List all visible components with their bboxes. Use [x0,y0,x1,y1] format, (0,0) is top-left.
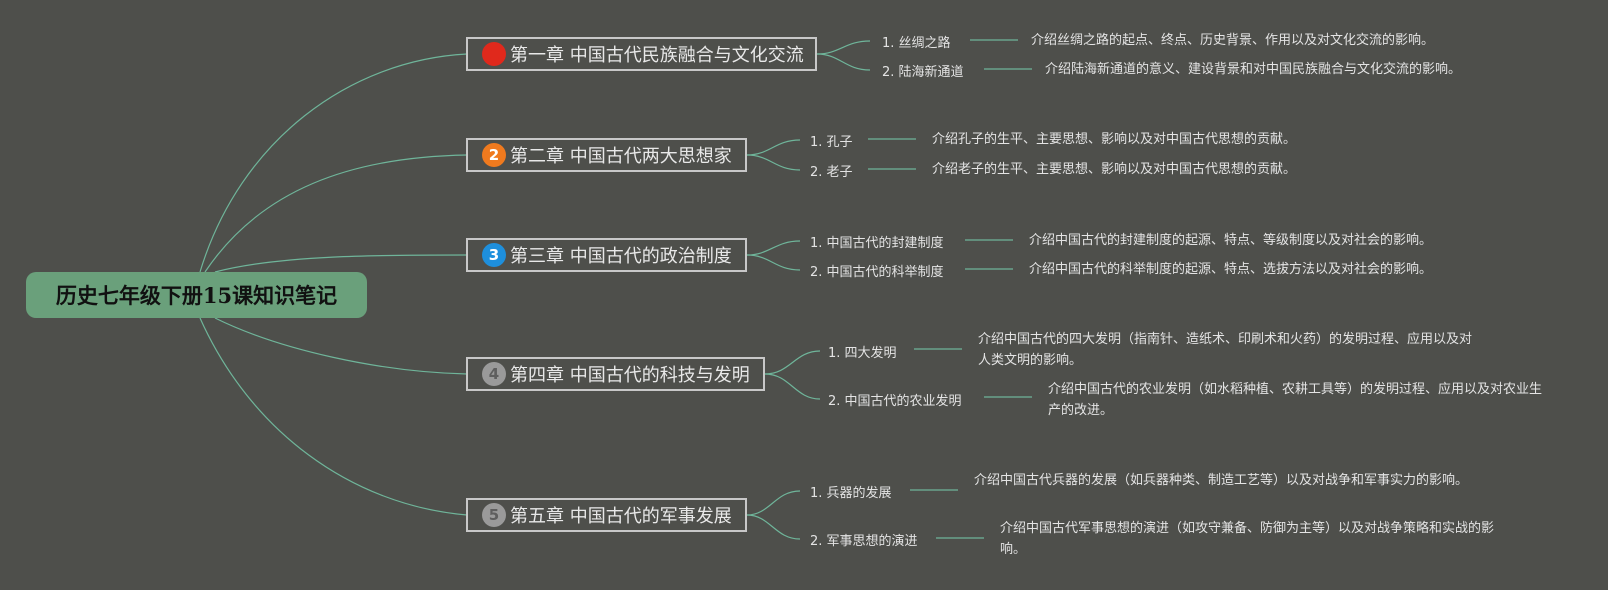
ch5-topic-2[interactable]: 2. 军事思想的演进 [810,534,918,549]
chapter-5-number-badge: 5 [482,503,506,527]
ch4-topic-1[interactable]: 1. 四大发明 [828,346,897,361]
ch3-topic-2-desc: 介绍中国古代的科举制度的起源、特点、选拔方法以及对社会的影响。 [1029,262,1433,277]
chapter-1-number-badge: 1 [482,42,506,66]
ch2-topic-2-desc: 介绍老子的生平、主要思想、影响以及对中国古代思想的贡献。 [932,162,1297,177]
ch5-topic-1[interactable]: 1. 兵器的发展 [810,486,892,501]
root-to-ch1 [199,53,468,273]
ch3-topic-2[interactable]: 2. 中国古代的科举制度 [810,265,944,280]
ch5-topic-2-desc: 介绍中国古代军事思想的演进（如攻守兼备、防御为主等）以及对战争策略和实战的影响。 [1000,521,1495,557]
ch1-topic-2[interactable]: 2. 陆海新通道 [882,65,964,80]
chapter-5-title: 第五章 中国古代的军事发展 [510,506,732,527]
chapter-1-node[interactable]: 1 第一章 中国古代民族融合与文化交流 [466,37,817,71]
ch4-topic-1-desc: 介绍中国古代的四大发明（指南针、造纸术、印刷术和火药）的发明过程、应用以及对人类… [978,332,1473,368]
chapter-4-title: 第四章 中国古代的科技与发明 [510,365,750,386]
chapter-2-title: 第二章 中国古代两大思想家 [510,146,732,167]
root-to-ch5 [199,317,468,516]
root-topic[interactable]: 历史七年级下册15课知识笔记 [26,272,367,318]
root-to-ch4 [214,317,468,375]
ch1-topic-2-desc: 介绍陆海新通道的意义、建设背景和对中国民族融合与文化交流的影响。 [1045,62,1462,77]
chapter-1-title: 第一章 中国古代民族融合与文化交流 [510,45,804,66]
ch2-topic-2[interactable]: 2. 老子 [810,165,853,180]
root-to-ch2 [204,154,468,273]
ch3-topic-1[interactable]: 1. 中国古代的封建制度 [810,236,944,251]
ch4-topic-2[interactable]: 2. 中国古代的农业发明 [828,394,962,409]
ch1-topic-1[interactable]: 1. 丝绸之路 [882,36,951,51]
ch2-topic-1-desc: 介绍孔子的生平、主要思想、影响以及对中国古代思想的贡献。 [932,132,1297,147]
ch1-topic-1-desc: 介绍丝绸之路的起点、终点、历史背景、作用以及对文化交流的影响。 [1031,33,1435,48]
chapter-4-node[interactable]: 4 第四章 中国古代的科技与发明 [466,357,765,391]
ch4-topic-2-desc: 介绍中国古代的农业发明（如水稻种植、农耕工具等）的发明过程、应用以及对农业生产的… [1048,382,1543,418]
chapter-2-number-badge: 2 [482,143,506,167]
chapter-5-node[interactable]: 5 第五章 中国古代的军事发展 [466,498,747,532]
ch5-topic-1-desc: 介绍中国古代兵器的发展（如兵器种类、制造工艺等）以及对战争和军事实力的影响。 [974,473,1469,488]
root-title: 历史七年级下册15课知识笔记 [55,283,338,308]
chapter-3-number-badge: 3 [482,243,506,267]
chapter-2-node[interactable]: 2 第二章 中国古代两大思想家 [466,138,747,172]
chapter-3-title: 第三章 中国古代的政治制度 [510,246,732,267]
ch3-topic-1-desc: 介绍中国古代的封建制度的起源、特点、等级制度以及对社会的影响。 [1029,233,1433,248]
root-to-ch3 [214,254,468,273]
ch2-topic-1[interactable]: 1. 孔子 [810,135,853,150]
chapter-3-node[interactable]: 3 第三章 中国古代的政治制度 [466,238,747,272]
chapter-4-number-badge: 4 [482,362,506,386]
